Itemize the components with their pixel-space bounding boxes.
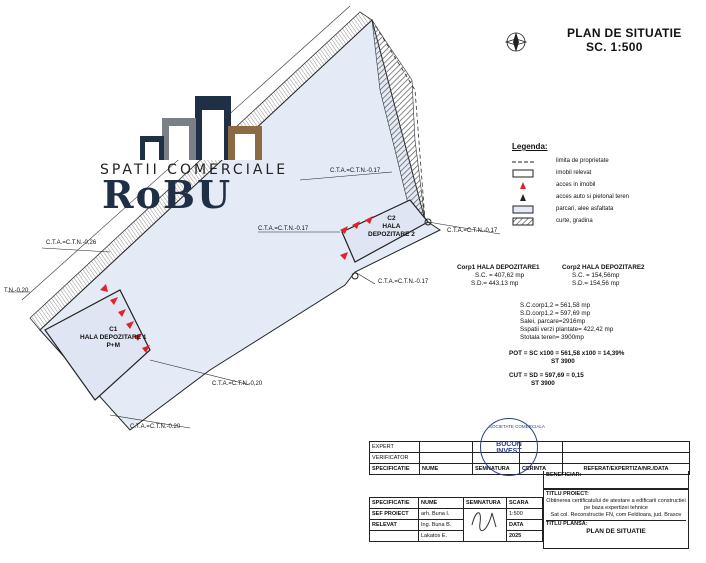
totals-block: S.C.corp1,2 = 561,58 mp S.D.corp1,2 = 59… <box>520 302 614 341</box>
cta-label: C.T.A.=C.T.N.-0.17 <box>330 168 381 174</box>
legend-item: acces auto si pietonal teren <box>512 193 702 203</box>
legend-item: parcari, alee asfaltata <box>512 205 702 215</box>
logo-subtitle: SPATII COMERCIALE <box>100 162 289 178</box>
table-row: RELEVAT Ing. Buna B. DATA <box>369 519 543 531</box>
hatch-icon <box>512 217 534 226</box>
dashed-line-icon <box>512 161 534 163</box>
rectangle-icon <box>512 169 534 178</box>
property-limit <box>371 19 426 221</box>
cta-label: C.T.A.=C.T.N.-0.17 <box>378 279 429 285</box>
cut-formula: CUT = SD = 597,69 = 0,15 ST 3900 <box>509 372 584 387</box>
cta-label: C.T.A.=C.T.N.-0.17 <box>447 228 498 234</box>
plan-scale: SC. 1:500 <box>586 40 643 54</box>
building-c1-label: C1 HALA DEPOZITARE 1 P+M <box>80 326 147 349</box>
cta-label: C.T.A.=C.T.N.-0.20 <box>130 424 181 430</box>
building-c1 <box>44 289 151 401</box>
table-row: SEF PROIECT arh. Buna I. 1:500 <box>369 508 543 542</box>
beneficiar-box: BENEFICIAR: <box>543 471 689 489</box>
corp1-summary: Corp1 HALA DEPOZITARE1 S.C. = 407,62 mp … <box>457 264 540 287</box>
logo: SPATII COMERCIALE RoBU <box>100 92 330 217</box>
project-title-box: TITLU PROIECT: Obtinerea certificatului … <box>543 489 689 549</box>
cta-label: T.N.-0,20 <box>4 288 29 294</box>
legend-item: acces in imobil <box>512 181 702 191</box>
pot-formula: POT = SC x100 = 561,58 x100 = 14,39% ST … <box>509 350 625 365</box>
compass-icon <box>504 32 528 52</box>
cta-label: C.T.A.=C.T.N.-0.17 <box>258 226 309 232</box>
logo-wordmark: RoBU <box>102 172 233 217</box>
legend-item: imobil relevat <box>512 169 702 179</box>
legend-item: limita de proprietate <box>512 157 702 167</box>
signature-mark <box>471 512 497 532</box>
building-c2-label: C2 HALA DEPOZITARE 2 <box>368 215 415 238</box>
corp2-summary: Corp2 HALA DEPOZITARE2 S.C. = 154,56mp S… <box>562 264 645 287</box>
table-row: SPECIFICATIE NUME SEMNATURA SCARA <box>369 497 543 509</box>
company-stamp: SOCIETATE COMERCIALA BUCON INVEST <box>480 418 545 476</box>
table-row: Lakatos E. 2025 <box>369 530 543 542</box>
legend-item: curte, gradina <box>512 217 702 227</box>
signature-cell <box>463 508 507 542</box>
access-markers <box>100 216 373 353</box>
plan-title: PLAN DE SITUATIE <box>567 26 682 40</box>
black-triangle-icon <box>520 194 526 201</box>
node-marker <box>351 272 359 280</box>
node-marker <box>424 218 432 226</box>
cta-label: C.T.A.=C.T.N.-0,26 <box>46 240 97 246</box>
logo-building-icon <box>140 96 262 160</box>
red-triangle-icon <box>520 182 526 189</box>
legend-title: Legenda: <box>512 142 548 151</box>
cta-label: C.T.A.=C.T.N.-0,20 <box>212 381 263 387</box>
blue-fill-icon <box>512 205 534 214</box>
staff-table: SPECIFICATIE NUME SEMNATURA SCARA SEF PR… <box>369 497 543 542</box>
